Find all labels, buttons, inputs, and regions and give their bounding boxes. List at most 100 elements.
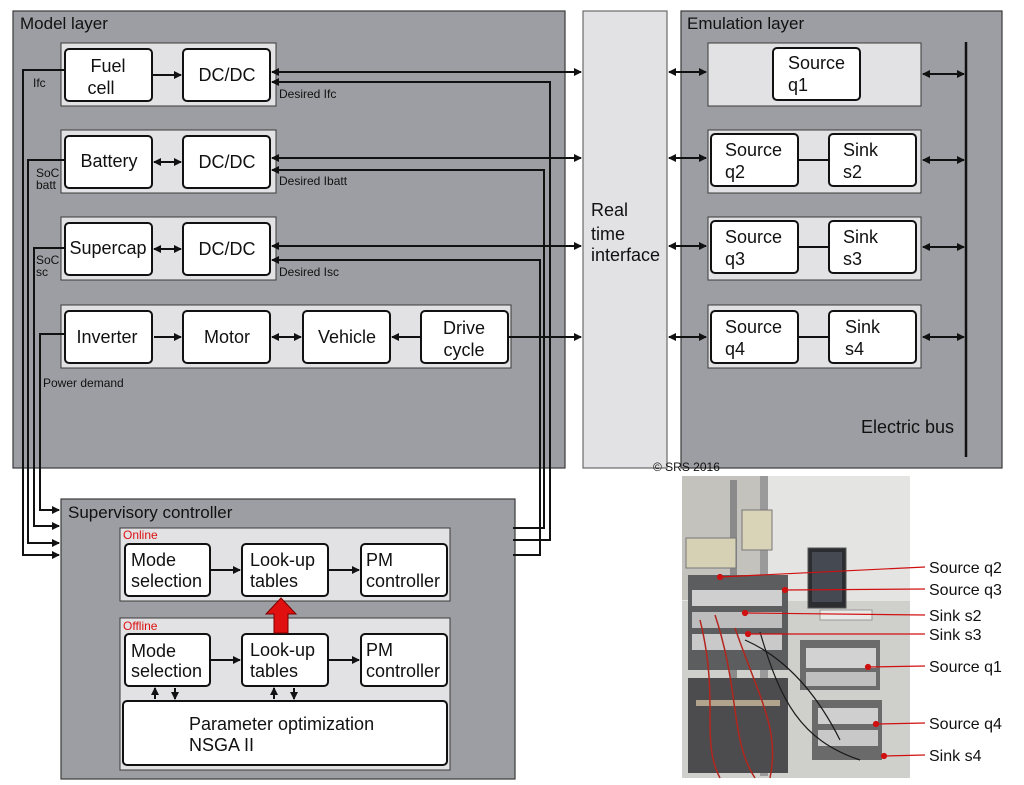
param-optimization-label-1: Parameter optimization	[189, 714, 374, 734]
offline-pm-label-2: controller	[366, 661, 440, 681]
online-lookup-label-2: tables	[250, 571, 298, 591]
source-q1-label-1: Source	[788, 53, 845, 73]
dcdc-sc-block	[182, 222, 271, 276]
sink-s3-label-2: s3	[843, 249, 862, 269]
desired-ibatt-label: Desired Ibatt	[279, 174, 348, 188]
source-q4-label-1: Source	[725, 317, 782, 337]
motor-block	[182, 310, 271, 364]
rti-label-1: Real	[591, 200, 628, 220]
desired-ibatt-line	[271, 166, 545, 529]
power-demand-line	[39, 333, 65, 514]
pointer-source-q4	[875, 722, 926, 725]
motor-label: Motor	[204, 327, 250, 347]
offline-lookup-label-2: tables	[250, 661, 298, 681]
fuel-cell-label-2: cell	[87, 78, 114, 98]
online-label: Online	[123, 528, 158, 542]
param-optimization-label-2: NSGA II	[189, 735, 254, 755]
red-transfer-arrow	[264, 597, 298, 634]
battery-label: Battery	[80, 151, 137, 171]
test-bench-photo	[682, 476, 910, 779]
photo-label-sink-s3: Sink s3	[929, 627, 982, 644]
inverter-block	[64, 310, 153, 364]
sink-s2-label-2: s2	[843, 162, 862, 182]
source-q3-label-2: q3	[725, 249, 745, 269]
desired-isc-label: Desired Isc	[279, 265, 339, 279]
dcdc-batt-block	[182, 135, 271, 189]
pointer-sink-s4	[883, 754, 926, 757]
supercap-label: Supercap	[69, 238, 146, 258]
inverter-label: Inverter	[76, 327, 137, 347]
drive-cycle-label-1: Drive	[443, 318, 485, 338]
source-q1-block	[772, 47, 861, 101]
sink-s3-label-1: Sink	[843, 227, 879, 247]
online-mode-label-1: Mode	[131, 550, 176, 570]
offline-pm-label-1: PM	[366, 640, 393, 660]
online-pm-label-2: controller	[366, 571, 440, 591]
battery-block	[64, 135, 153, 189]
photo-label-sink-s2: Sink s2	[929, 608, 982, 625]
drive-cycle-label-2: cycle	[443, 340, 484, 360]
fuel-cell-label-1: Fuel	[90, 56, 125, 76]
source-q2-label-2: q2	[725, 162, 745, 182]
power-demand-label: Power demand	[43, 376, 124, 390]
online-pm-label-1: PM	[366, 550, 393, 570]
sink-s4-label-1: Sink	[845, 317, 881, 337]
soc-batt-signal-line	[27, 159, 65, 547]
offline-pm-block	[360, 633, 448, 687]
photo-label-source-q3: Source q3	[929, 582, 1002, 599]
soc-batt-label-2: batt	[36, 178, 57, 192]
emulation-layer-title: Emulation layer	[687, 14, 805, 33]
pointer-dot-q2	[716, 573, 724, 581]
offline-mode-label-2: selection	[131, 661, 202, 681]
photo-label-source-q2: Source q2	[929, 560, 1002, 577]
vehicle-block	[302, 310, 391, 364]
sink-s2-label-1: Sink	[843, 140, 879, 160]
offline-mode-label-1: Mode	[131, 641, 176, 661]
source-q1-label-2: q1	[788, 75, 808, 95]
pointer-source-q3	[784, 588, 926, 591]
param-optimization-block	[122, 700, 448, 766]
dcdc-fc-label: DC/DC	[199, 65, 256, 85]
real-time-interface-panel	[582, 10, 668, 469]
sink-s4-label-2: s4	[845, 339, 864, 359]
ifc-label: Ifc	[33, 76, 46, 90]
soc-sc-label-1: SoC	[36, 253, 60, 267]
dcdc-batt-label: DC/DC	[199, 152, 256, 172]
photo-label-source-q1: Source q1	[929, 659, 1002, 676]
pointer-dot-q1	[864, 663, 872, 671]
pointer-dot-s4	[880, 752, 888, 760]
photo-label-source-q4: Source q4	[929, 716, 1002, 733]
desired-isc-line	[271, 256, 541, 556]
pointer-source-q2	[719, 566, 926, 578]
rti-label-2: time	[591, 224, 625, 244]
desired-ifc-label: Desired Ifc	[279, 87, 336, 101]
supervisory-title: Supervisory controller	[68, 503, 233, 522]
dcdc-fc-block	[182, 48, 271, 102]
dcdc-sc-label: DC/DC	[199, 239, 256, 259]
offline-lookup-label-1: Look-up	[250, 640, 315, 660]
electric-bus-label: Electric bus	[861, 417, 954, 437]
model-layer-title: Model layer	[20, 14, 108, 33]
pointer-sink-s2	[744, 612, 926, 616]
online-lookup-label-1: Look-up	[250, 550, 315, 570]
pointer-dot-q4	[872, 720, 880, 728]
rti-label-3: interface	[591, 245, 660, 265]
soc-sc-label-2: sc	[36, 265, 48, 279]
photo-label-sink-s4: Sink s4	[929, 748, 982, 765]
source-q3-label-1: Source	[725, 227, 782, 247]
ifc-signal-line	[22, 69, 65, 559]
pointer-dot-s2	[741, 609, 749, 617]
online-mode-label-2: selection	[131, 571, 202, 591]
source-q4-label-2: q4	[725, 339, 745, 359]
soc-batt-label-1: SoC	[36, 166, 60, 180]
desired-ifc-line	[271, 78, 551, 541]
pointer-source-q1	[867, 665, 926, 668]
offline-label: Offline	[123, 619, 158, 633]
pointer-dot-s3	[744, 630, 752, 638]
pointer-dot-q3	[781, 586, 789, 594]
vehicle-label: Vehicle	[318, 327, 376, 347]
source-q2-label-1: Source	[725, 140, 782, 160]
copyright-text: © SRS 2016	[653, 460, 720, 474]
soc-sc-signal-line	[33, 247, 65, 530]
